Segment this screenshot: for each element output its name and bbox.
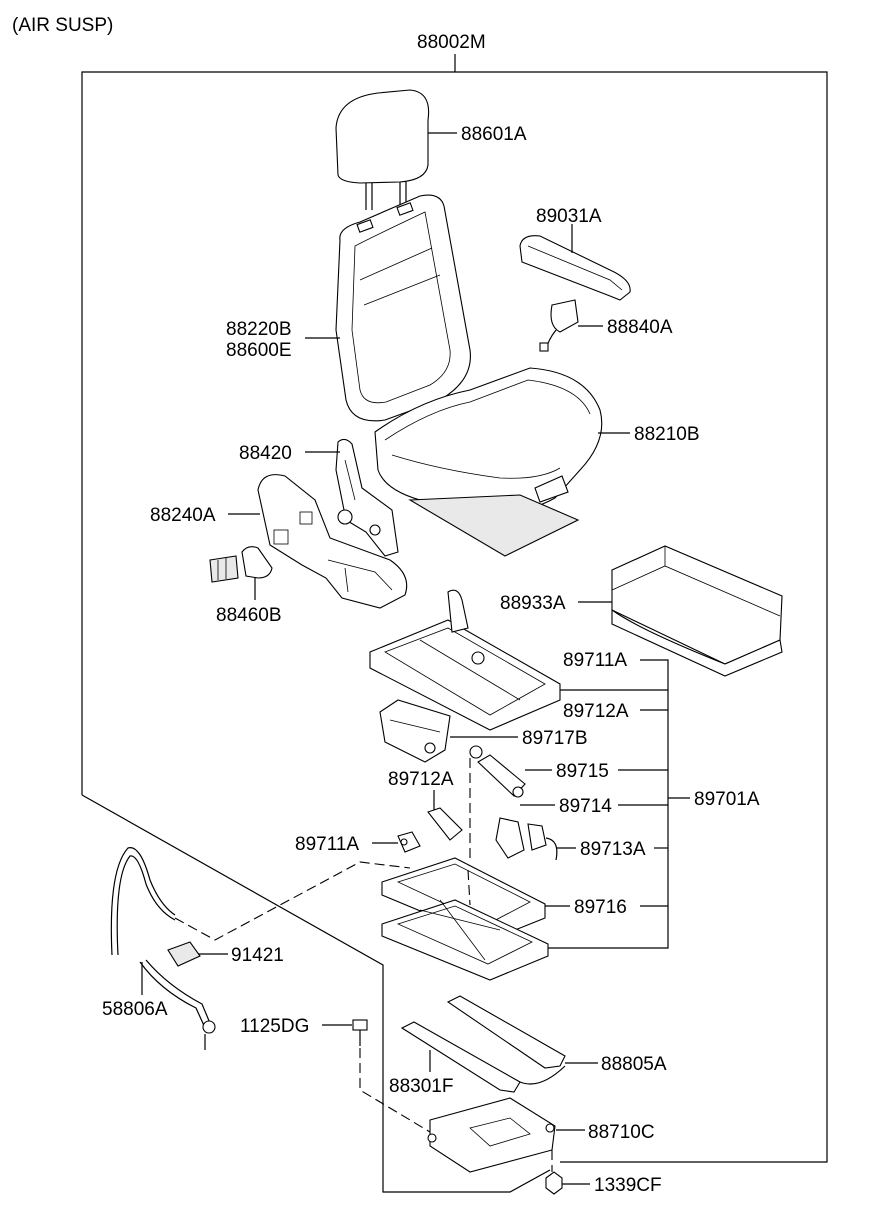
label-88840A: 88840A: [607, 317, 673, 338]
handles-drawing: [209, 546, 273, 583]
label-88240A: 88240A: [150, 505, 216, 526]
seat-back-drawing: [335, 194, 471, 422]
label-88933A: 88933A: [500, 593, 566, 614]
mounting-plate-drawing: [427, 1097, 556, 1173]
label-88805A: 88805A: [601, 1054, 667, 1075]
armrest-drawing: [519, 235, 631, 301]
label-88420: 88420: [239, 443, 292, 464]
bolt-drawing: [352, 1019, 368, 1046]
label-91421: 91421: [231, 945, 284, 966]
seat-cushion-drawing: [374, 367, 603, 557]
variant-note: (AIR SUSP): [12, 15, 113, 36]
air-spring-drawing: [469, 745, 526, 860]
label-89711A-lower: 89711A: [295, 834, 359, 855]
label-88220B: 88220B: [226, 319, 292, 340]
assembly-outline: [81, 54, 828, 1193]
label-58806A: 58806A: [102, 999, 168, 1020]
label-88600E: 88600E: [226, 340, 292, 361]
cable-drawing: [110, 847, 216, 1050]
label-89715: 89715: [556, 761, 609, 782]
headrest-drawing: [335, 89, 430, 210]
label-89714: 89714: [559, 796, 612, 817]
label-1125DG: 1125DG: [240, 1016, 309, 1037]
label-1339CF: 1339CF: [594, 1175, 662, 1196]
leader-lines: [141, 132, 690, 1185]
label-89711A-upper: 89711A: [563, 650, 627, 671]
side-cover-drawing: [257, 474, 408, 609]
label-89712A-upper: 89712A: [563, 701, 629, 722]
label-88710C: 88710C: [588, 1122, 655, 1143]
assembly-label: 88002M: [417, 32, 486, 53]
label-89716: 89716: [574, 897, 627, 918]
label-88210B: 88210B: [634, 424, 700, 445]
rails-drawing: [400, 995, 566, 1093]
label-88460B: 88460B: [216, 605, 282, 626]
label-88601A: 88601A: [461, 124, 527, 145]
recliner-drawing: [335, 438, 399, 557]
part-labels: 88601A 89031A 88220B 88600E 88840A 88210…: [102, 124, 760, 1196]
lever-assembly-drawing: [379, 699, 451, 763]
upper-frame-drawing: [369, 589, 561, 731]
label-88301F: 88301F: [389, 1076, 453, 1097]
label-89701A: 89701A: [694, 789, 760, 810]
label-89717B: 89717B: [522, 728, 588, 749]
nut-drawing: [545, 1171, 563, 1195]
label-89713A: 89713A: [580, 839, 646, 860]
dashed-guides: [174, 861, 553, 1172]
tray-drawing: [611, 545, 783, 677]
buckle-drawing: [539, 299, 579, 352]
brackets-drawing: [397, 807, 558, 861]
label-89712A-lower: 89712A: [388, 769, 454, 790]
scissor-frame-drawing: [381, 857, 549, 981]
label-89031A: 89031A: [536, 206, 602, 227]
